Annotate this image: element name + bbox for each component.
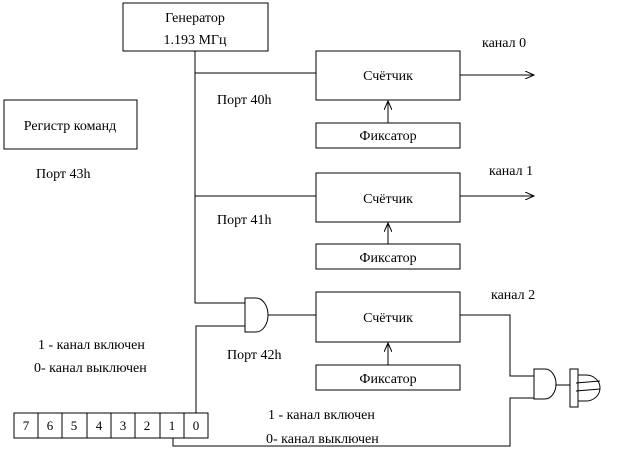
command-register-block: Регистр команд [3,99,138,150]
gate-note-on: 1 - канал включен [38,338,145,353]
counter-0-label: Счётчик [363,69,413,84]
counter-2-label: Счётчик [363,311,413,326]
channel-1-output-label: канал 1 [489,164,533,179]
gate-and-symbol [244,297,269,333]
bit-label-7: 7 [23,418,30,433]
speaker-note-on: 1 - канал включен [268,408,375,423]
counter-1-box [315,172,461,223]
gate-note-off: 0- канал выключен [34,361,147,376]
channel-0-output-label: канал 0 [482,36,526,51]
channel-2-to-speaker-gate-line [460,314,534,377]
latch-1-box [315,243,461,270]
generator-block: Генератор 1.193 МГц [122,2,269,52]
bit-cell [159,412,185,439]
channel-0-port: Порт 40h [217,93,272,108]
bit-label-6: 6 [47,418,54,433]
port-61h-bit-register: 7 6 5 4 3 2 1 0 [13,412,209,439]
bit-cell [37,412,63,439]
latch-0-label: Фиксатор [359,129,416,144]
bit-cell [13,412,39,439]
counter-2-box [315,291,461,343]
latch-2-box [315,364,461,391]
counter-1-label: Счётчик [363,192,413,207]
bit0-to-gate-line [195,325,245,413]
channel-1-group: Счётчик Фиксатор канал 1 Порт 41h [217,164,534,270]
bit1-to-speaker-gate-line [172,397,534,447]
bit-cell [61,412,88,439]
speaker-and-gate-symbol [533,368,557,400]
bit-label-1: 1 [169,418,176,433]
bit-label-3: 3 [120,418,127,433]
generator-frequency: 1.193 МГц [163,33,227,48]
latch-1-label: Фиксатор [359,251,416,266]
counter-0-box [315,50,461,101]
bit-cell [134,412,161,439]
command-register-label: Регистр команд [24,119,116,134]
channel-2-group: Счётчик Фиксатор канал 2 Порт 42h [227,288,535,391]
channel-0-group: Счётчик Фиксатор канал 0 Порт 40h [217,36,534,149]
bit-cell [183,412,209,439]
bit-label-4: 4 [96,418,103,433]
bit-label-5: 5 [71,418,78,433]
bit-label-2: 2 [144,418,151,433]
channel-2-output-label: канал 2 [491,288,535,303]
latch-0-box [315,122,461,149]
bit-label-0: 0 [193,418,200,433]
command-register-port: Порт 43h [36,167,91,182]
generator-label: Генератор [165,11,225,26]
channel-2-port: Порт 42h [227,348,282,363]
channel-1-port: Порт 41h [217,213,272,228]
clock-bus-line [194,51,245,304]
speaker-icon [569,368,601,408]
speaker-note-off: 0- канал выключен [266,432,379,447]
latch-2-label: Фиксатор [359,372,416,387]
